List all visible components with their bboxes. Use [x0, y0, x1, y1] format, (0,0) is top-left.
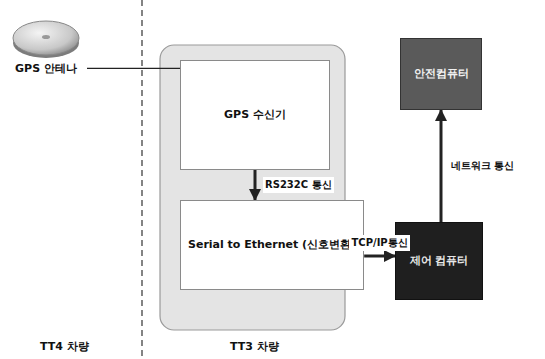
safety-computer-box: 안전컴퓨터: [400, 38, 482, 110]
node-text: 제어 컴퓨터: [410, 254, 469, 269]
control-computer-box: 제어 컴퓨터: [395, 222, 483, 300]
vehicle-divider: [141, 0, 142, 359]
vehicle-label: TT4 차량: [38, 338, 91, 355]
vehicle-label: TT3 차량: [228, 338, 281, 355]
connector-label: TCP/IP통신: [349, 235, 409, 251]
antenna-node: GPS 안테나: [5, 16, 87, 77]
connector-label: RS232C 통신: [263, 177, 334, 193]
node-text: GPS 수신기: [224, 108, 286, 123]
gps-antenna-icon: [10, 16, 82, 62]
antenna-dome: [13, 21, 79, 55]
connector-arrow: [87, 68, 180, 69]
node-text: Serial to Ethernet (신호변환): [188, 238, 356, 253]
converter-box: Serial to Ethernet (신호변환): [180, 200, 364, 290]
node-text: 안전컴퓨터: [414, 67, 469, 82]
connector-arrow: [254, 170, 257, 200]
node-text: GPS 안테나: [15, 62, 77, 77]
receiver-box: GPS 수신기: [180, 60, 330, 170]
connector-arrow: [364, 255, 395, 258]
antenna-mark: [42, 35, 50, 39]
connector-arrow: [440, 110, 443, 222]
connector-label: 네트워크 통신: [449, 158, 516, 174]
